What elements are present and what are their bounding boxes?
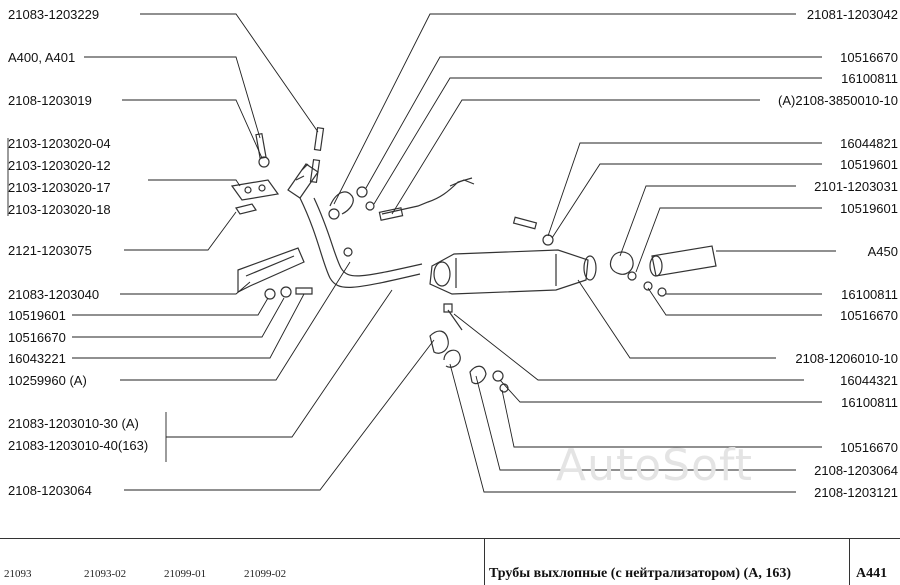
- part-label: 16044821: [840, 136, 898, 151]
- seal-ring: [444, 350, 460, 367]
- bolt: [314, 128, 323, 151]
- part-label: 10516670: [8, 330, 66, 345]
- sheet-title-cell: Трубы выхлопные (с нейтрализатором) (А, …: [484, 539, 850, 585]
- part-label: 21081-1203042: [806, 7, 898, 22]
- part-label: A450: [867, 244, 898, 259]
- title-block: 21093 21093-02 21099-01 21099-02 Трубы в…: [0, 538, 900, 585]
- part-label: 2108-1203064: [814, 463, 898, 478]
- part-label: 10259960 (A): [8, 373, 87, 388]
- gasket: [232, 180, 278, 200]
- model-code: 21093: [4, 568, 32, 580]
- model-code: 21093-02: [84, 568, 127, 580]
- exhaust-diagram: [0, 0, 900, 538]
- part-label: 2103-1203020-17: [8, 180, 111, 195]
- part-label: 10519601: [840, 157, 898, 172]
- nut: [259, 157, 269, 167]
- leader-lines: [8, 14, 836, 492]
- part-label: 2103-1203020-04: [8, 136, 111, 151]
- clamp: [610, 252, 633, 274]
- part-label: 2103-1203020-18: [8, 202, 111, 217]
- part-label: 2103-1203020-12: [8, 158, 111, 173]
- part-label: 10516670: [840, 50, 898, 65]
- elbow: [330, 192, 353, 214]
- front-pipe: [300, 198, 420, 287]
- bracket: [238, 248, 304, 292]
- bolt: [514, 217, 537, 228]
- parts-drawing: [232, 128, 716, 392]
- part-label: 2108-1203019: [8, 93, 92, 108]
- part-label: 10516670: [840, 308, 898, 323]
- part-label: A400, A401: [8, 50, 76, 65]
- part-label: 16100811: [841, 287, 898, 302]
- part-label: 16100811: [841, 395, 898, 410]
- page-code: A441: [856, 566, 888, 581]
- part-label: 21083-1203010-30 (A): [8, 416, 139, 431]
- part-label: 2108-1203064: [8, 483, 92, 498]
- part-label: 16043221: [8, 351, 66, 366]
- part-label: (A)2108-3850010-10: [778, 93, 898, 108]
- part-label: 10519601: [8, 308, 66, 323]
- model-code: 21099-02: [244, 568, 287, 580]
- part-label: 21083-1203040: [8, 287, 100, 302]
- rear-pipe: [652, 246, 716, 276]
- part-label: 16100811: [841, 71, 898, 86]
- clip: [236, 204, 256, 214]
- part-label: 2101-1203031: [814, 179, 898, 194]
- part-label: 2121-1203075: [8, 243, 92, 258]
- part-label: 10516670: [840, 440, 898, 455]
- part-label: 10519601: [840, 201, 898, 216]
- catalytic-converter: [430, 250, 588, 294]
- stud: [256, 134, 266, 159]
- part-label: 21083-1203229: [8, 7, 100, 22]
- part-label: 2108-1206010-10: [795, 351, 898, 366]
- part-label: 16044321: [840, 373, 898, 388]
- sheet-title: Трубы выхлопные (с нейтрализатором) (А, …: [489, 566, 791, 581]
- part-label: 2108-1203121: [814, 485, 898, 500]
- flange-bolt: [448, 310, 462, 330]
- part-label: 21083-1203010-40(163): [8, 438, 149, 453]
- model-code: 21099-01: [164, 568, 207, 580]
